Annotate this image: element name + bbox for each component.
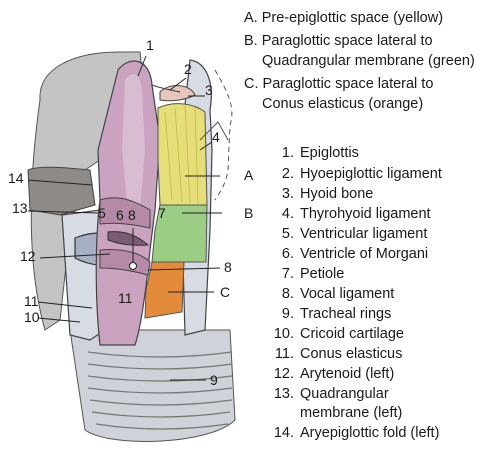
key-label: Conus elasticus: [300, 346, 403, 362]
key-number: 14.: [273, 425, 294, 441]
key-item: 1. Epiglottis: [268, 145, 359, 162]
key-item: 7. Petiole: [268, 266, 344, 283]
key-item: 13. Quadrangular: [268, 386, 389, 403]
paraglottic-space-conus: [144, 261, 185, 319]
callout-9: 9: [210, 372, 218, 388]
key-label: Aryepiglottic fold (left): [300, 425, 440, 441]
key-number: 13.: [273, 386, 294, 402]
key-label: Thyrohyoid ligament: [300, 206, 431, 222]
key-number: 1.: [281, 145, 294, 161]
key-label: Petiole: [300, 266, 345, 282]
callout-10: 10: [24, 309, 40, 325]
callout-8-right: 8: [224, 259, 232, 275]
key-item-continuation: membrane (left): [268, 405, 402, 422]
key-number: 9.: [281, 306, 294, 322]
ventricle: [107, 231, 150, 246]
key-number: 7.: [281, 266, 294, 282]
key-label: Arytenoid (left): [300, 366, 395, 382]
key-number: 5.: [281, 226, 294, 242]
key-number: 8.: [281, 286, 294, 302]
vocal-fold: [99, 249, 151, 276]
legend-c-line2: Conus elasticus (orange): [262, 96, 424, 112]
key-number: 11.: [274, 346, 294, 362]
callout-11-left: 11: [24, 293, 39, 309]
key-item: 10. Cricoid cartilage: [268, 326, 404, 343]
key-label: Vocal ligament: [300, 286, 395, 302]
key-label: Hyoepiglottic ligament: [300, 166, 442, 182]
callout-1: 1: [146, 37, 154, 53]
legend-c-line1: C. Paraglottic space lateral to: [244, 76, 434, 92]
legend-a: A. Pre-epiglottic space (yellow): [244, 10, 444, 26]
leader-lines: [27, 55, 222, 381]
callout-6: 6: [116, 207, 124, 223]
thyroid-notch-outline: [199, 121, 229, 141]
key-item: 4. Thyrohyoid ligament: [268, 206, 431, 223]
key-label: Tracheal rings: [300, 306, 392, 322]
key-label: Cricoid cartilage: [300, 326, 404, 342]
key-number: 2.: [281, 166, 294, 182]
key-number: 3.: [281, 186, 294, 202]
key-item: 8. Vocal ligament: [268, 286, 394, 303]
callout-a: A: [244, 167, 254, 183]
callout-7: 7: [158, 205, 166, 221]
ventricular-fold: [99, 197, 151, 229]
callout-3: 3: [205, 82, 213, 98]
callout-2: 2: [184, 61, 192, 77]
callout-c: C: [220, 284, 230, 300]
key-item: 12. Arytenoid (left): [268, 366, 394, 383]
legend-b-line2: Quadrangular membrane (green): [262, 53, 475, 69]
callout-5: 5: [98, 205, 106, 221]
key-number: 12.: [273, 366, 294, 382]
key-item: 5. Ventricular ligament: [268, 226, 427, 243]
key-item: 6. Ventricle of Morgani: [268, 246, 428, 263]
key-item: 2. Hyoepiglottic ligament: [268, 166, 442, 183]
callout-11-mid: 11: [118, 290, 133, 306]
callout-8-top: 8: [128, 207, 136, 223]
aryepiglottic-shadow: [27, 166, 96, 216]
thyrohyoid-outline: [214, 69, 233, 201]
key-item: 11. Conus elasticus: [268, 346, 402, 363]
key-item: 3. Hyoid bone: [268, 186, 373, 203]
key-number: 6.: [281, 246, 294, 262]
key-label: Hyoid bone: [300, 186, 374, 202]
key-label: Quadrangular: [300, 386, 389, 402]
callout-13: 13: [12, 200, 28, 216]
callout-4: 4: [212, 129, 220, 145]
key-label: membrane (left): [300, 405, 403, 421]
epiglottis-highlight: [122, 74, 145, 212]
vocal-ligament-dot: [129, 262, 137, 270]
callout-14: 14: [8, 170, 24, 186]
key-label: Ventricle of Morgani: [300, 246, 429, 262]
key-item: 14. Aryepiglottic fold (left): [268, 425, 440, 442]
legend-b-line1: B. Paraglottic space lateral to: [244, 33, 433, 49]
key-label: Epiglottis: [300, 145, 359, 161]
key-number: 10.: [273, 326, 294, 342]
pre-epiglottic-fibers: [164, 105, 199, 205]
tracheal-rings: [87, 351, 233, 430]
key-number: 4.: [281, 206, 294, 222]
callout-b: B: [244, 205, 253, 221]
key-label: Ventricular ligament: [300, 226, 428, 242]
trachea-background: [69, 329, 236, 442]
callout-12: 12: [20, 248, 36, 264]
key-item: 9. Tracheal rings: [268, 306, 391, 323]
hyoepiglottic-ligament: [151, 84, 181, 93]
